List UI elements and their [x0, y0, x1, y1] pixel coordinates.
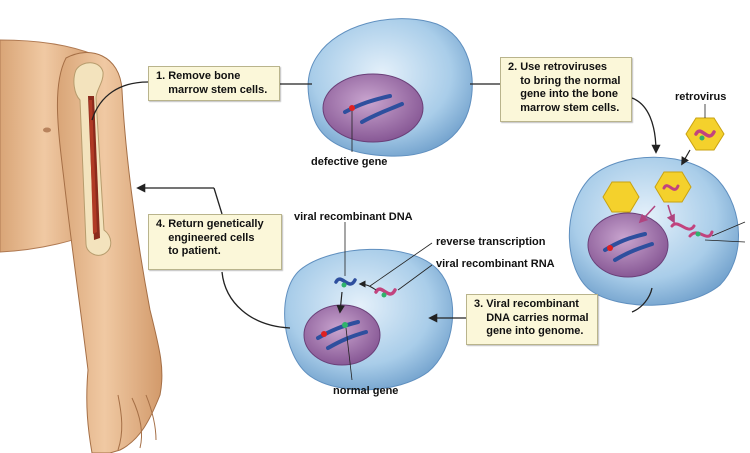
normal-gene-marker [342, 322, 348, 328]
viral-recombinant-rna-label: viral recombinant RNA [436, 258, 555, 270]
step-4-box: 4. Return genetically engineered cells t… [148, 214, 282, 270]
patient-arm [0, 39, 163, 453]
step-3-box: 3. Viral recombinant DNA carries normal … [466, 294, 598, 345]
viral-recombinant-dna-label: viral recombinant DNA [294, 211, 413, 223]
virus-capsid-icon [654, 171, 692, 203]
retrovirus-label: retrovirus [675, 91, 727, 103]
step-1-box: 1. Remove bone marrow stem cells. [148, 66, 280, 101]
cell-infected-by-retrovirus [568, 156, 746, 306]
retrovirus-icon [681, 104, 725, 166]
defective-gene-label: defective gene [311, 156, 388, 168]
step-2-box: 2. Use retroviruses to bring the normal … [500, 57, 632, 122]
cell-with-normal-gene [284, 222, 454, 391]
virus-capsid-icon [602, 181, 640, 213]
defective-gene-marker [349, 105, 355, 111]
normal-gene-label: normal gene [333, 385, 399, 397]
process-arrows [91, 81, 661, 329]
reverse-transcription-label: reverse transcription [436, 236, 546, 248]
cell-with-defective-gene [307, 18, 473, 157]
